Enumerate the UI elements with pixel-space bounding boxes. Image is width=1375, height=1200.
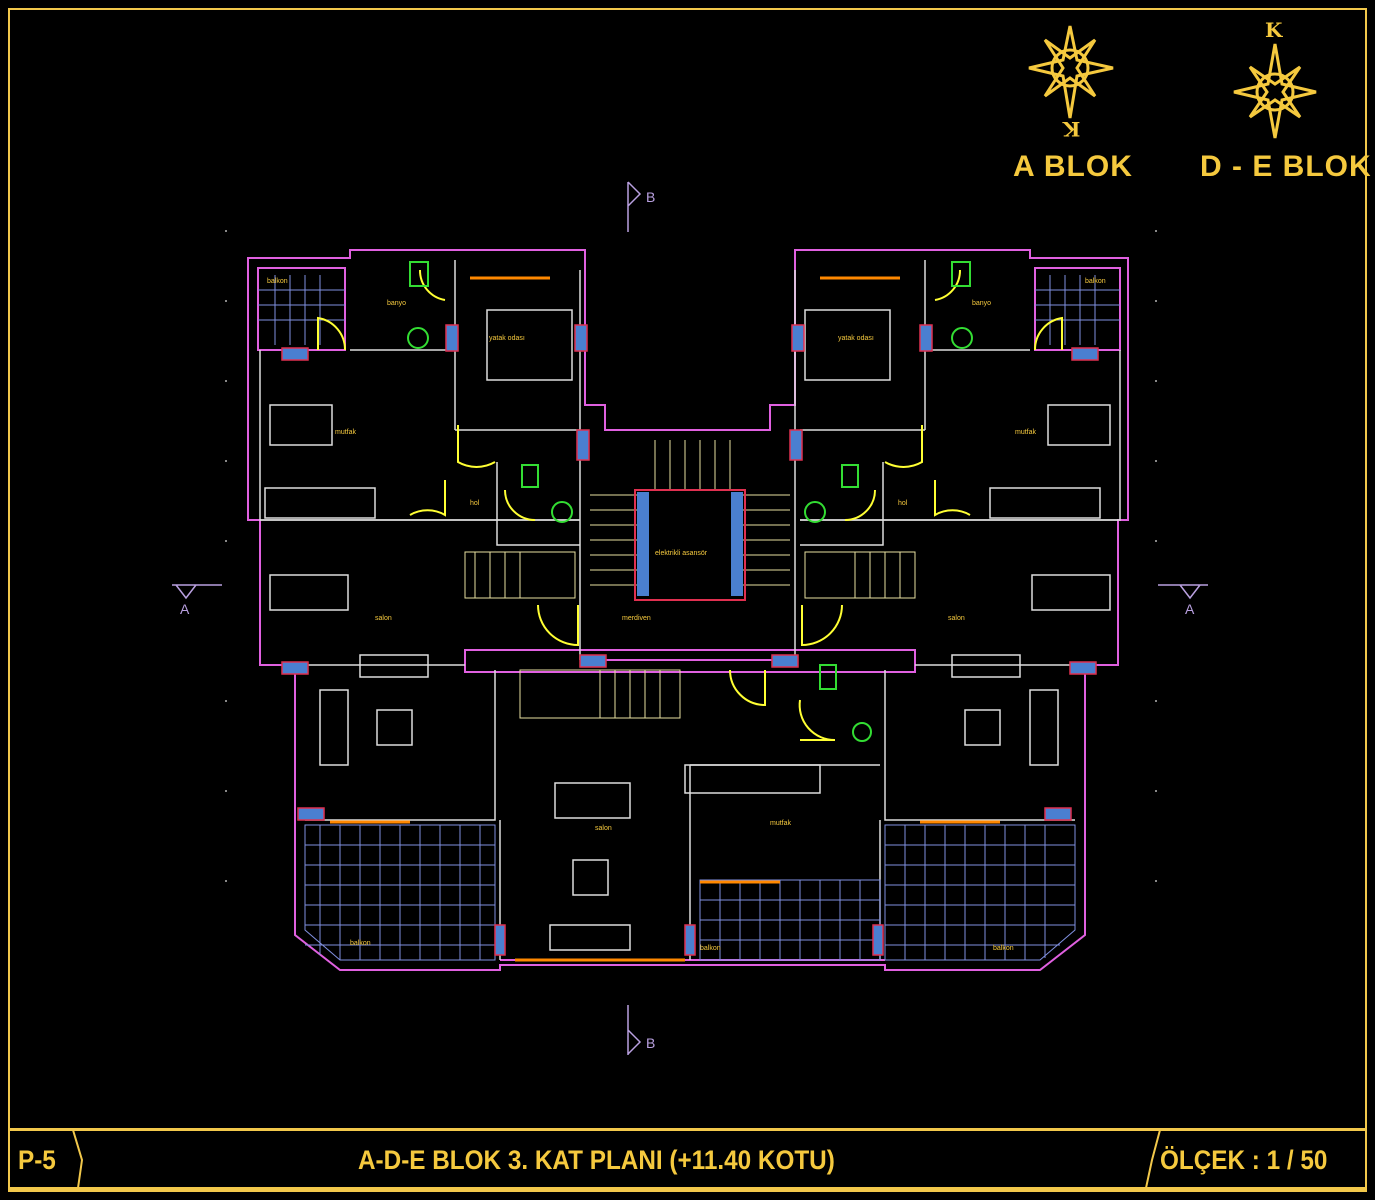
- room-label: hol: [470, 500, 480, 507]
- staircase: [464, 440, 916, 719]
- interior-walls: [259, 260, 1121, 960]
- room-label: balkon: [350, 940, 371, 947]
- room-label: balkon: [1085, 278, 1106, 285]
- room-label: elektrikli asansör: [655, 550, 708, 557]
- section-mark-label: B: [646, 1035, 655, 1051]
- elevator-shaft: [634, 489, 746, 601]
- compass-rose-icon: [1233, 43, 1317, 139]
- room-label: banyo: [972, 300, 991, 307]
- section-mark-label: A: [180, 601, 190, 617]
- column: [637, 492, 649, 596]
- room-label: salon: [375, 615, 392, 622]
- title-block: P-5 A-D-E BLOK 3. KAT PLANI (+11.40 KOTU…: [10, 1128, 1365, 1190]
- room-label: yatak odası: [838, 335, 874, 342]
- balcony-tiles: [258, 275, 1120, 961]
- room-label: balkon: [993, 945, 1014, 952]
- drawing-scale: ÖLÇEK : 1 / 50: [1160, 1145, 1328, 1175]
- sheet-number: P-5: [18, 1145, 56, 1175]
- columns: [281, 324, 1099, 956]
- room-label: balkon: [700, 945, 721, 952]
- doors: [317, 269, 1063, 742]
- room-label: yatak odası: [489, 335, 525, 342]
- a-block-label: A BLOK: [1013, 150, 1133, 183]
- drawing-border: [8, 8, 1367, 1192]
- room-label: mutfak: [770, 820, 792, 827]
- column: [731, 492, 743, 596]
- room-label: merdiven: [622, 615, 651, 622]
- section-markers: [172, 181, 1208, 1055]
- compass-rose-icon: [1028, 25, 1114, 119]
- north-letter: K: [1265, 18, 1283, 42]
- room-label: hol: [898, 500, 908, 507]
- section-mark-label: B: [646, 189, 655, 205]
- room-label: banyo: [387, 300, 406, 307]
- de-block-label: D - E BLOK: [1200, 150, 1372, 183]
- room-label: mutfak: [335, 429, 357, 436]
- sanitary-fixtures: [407, 261, 973, 742]
- room-label: salon: [595, 825, 612, 832]
- drawing-title: A-D-E BLOK 3. KAT PLANI (+11.40 KOTU): [358, 1145, 835, 1175]
- room-label: balkon: [267, 278, 288, 285]
- room-label: salon: [948, 615, 965, 622]
- windows: [330, 276, 1000, 962]
- section-mark-label: A: [1185, 601, 1195, 617]
- room-label: mutfak: [1015, 429, 1037, 436]
